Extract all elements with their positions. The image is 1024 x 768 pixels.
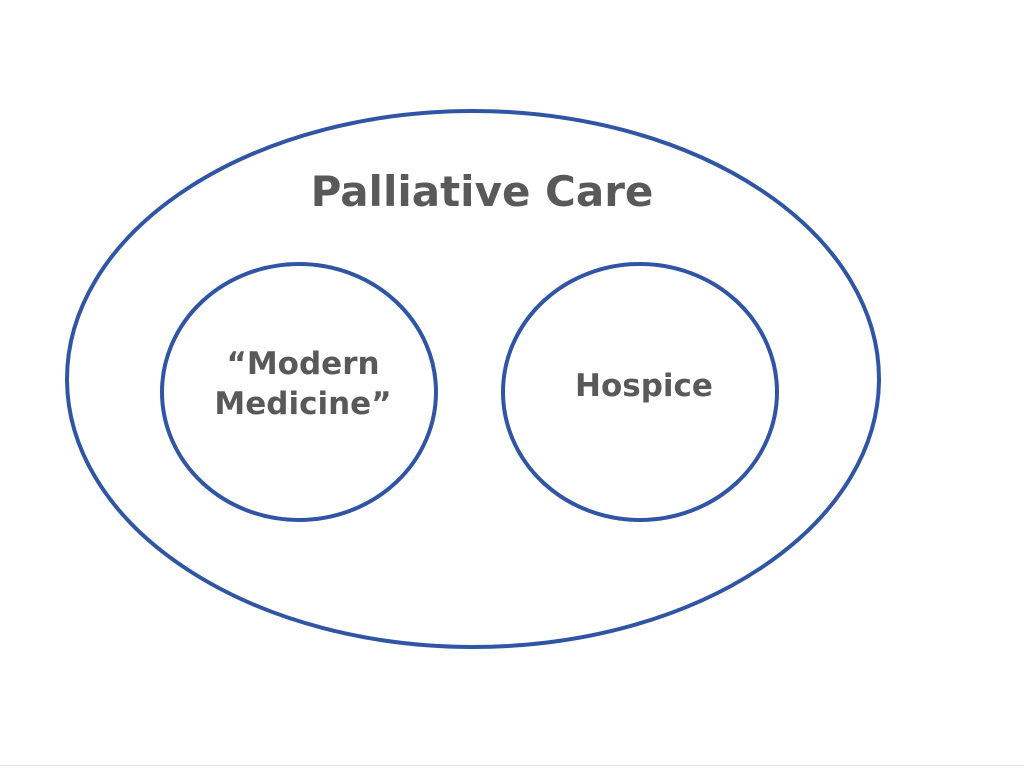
palliative-care-ellipse xyxy=(65,109,881,649)
modern-medicine-label-line1: “Modern xyxy=(226,346,379,382)
hospice-circle xyxy=(501,262,779,522)
modern-medicine-circle xyxy=(160,262,438,522)
palliative-care-label: Palliative Care xyxy=(311,167,654,216)
hospice-label: Hospice xyxy=(575,368,713,404)
modern-medicine-label-line2: Medicine” xyxy=(214,386,391,422)
bottom-divider xyxy=(0,765,1024,766)
